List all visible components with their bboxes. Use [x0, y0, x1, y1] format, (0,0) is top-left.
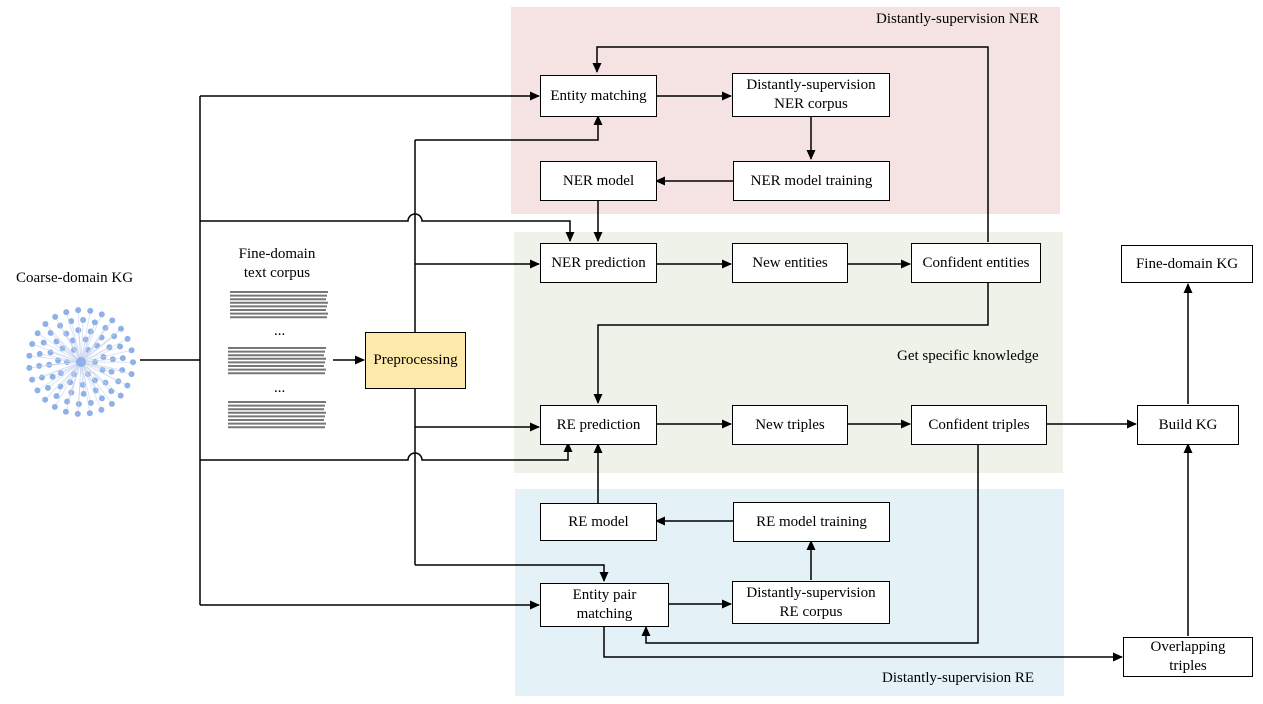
kg-node-dot — [49, 373, 56, 380]
confident-triples-to-entity-pair — [641, 444, 979, 644]
confident-entities-box: Confident entities — [911, 243, 1041, 283]
kg-node-dot — [42, 396, 49, 403]
coarse-domain-kg-label: Coarse-domain KG — [16, 270, 134, 286]
kg-node-dot — [119, 355, 126, 362]
ner-prediction-box: NER prediction — [540, 243, 657, 283]
kg-node-dot — [74, 410, 81, 417]
kg-node-dot — [44, 384, 51, 391]
kg-node-dot — [55, 357, 62, 364]
kg-node-dot — [108, 388, 115, 395]
kg-node-dot — [117, 325, 124, 332]
coarse-domain-kg-graph — [26, 307, 136, 417]
re-prediction-box: RE prediction — [540, 405, 657, 445]
ner-region-label: Distantly-supervision NER — [876, 11, 1039, 27]
kg-node-dot — [68, 318, 75, 325]
corpus-ellipsis-2: ... — [274, 380, 286, 396]
kg-node-dot — [38, 374, 45, 381]
kg-node-dot — [87, 307, 94, 314]
kg-node-dot — [91, 319, 98, 326]
preprocessing-box: Preprocessing — [365, 332, 466, 389]
kg-node-dot — [52, 313, 59, 320]
preprocessing-to-entity-matching — [415, 115, 603, 141]
corpus-ellipsis-1: ... — [274, 323, 286, 339]
overlapping-triples-box: Overlapping triples — [1123, 637, 1253, 677]
kg-node-dot — [117, 392, 124, 399]
kg-node-dot — [59, 345, 66, 352]
kg-node-dot — [36, 350, 43, 357]
build-kg-box: Build KG — [1137, 405, 1239, 445]
kg-node-dot — [40, 339, 47, 346]
kg-node-dot — [57, 383, 64, 390]
ner-model-box: NER model — [540, 161, 657, 201]
kg-node-dot — [63, 330, 70, 337]
kg-node-dot — [26, 364, 33, 371]
kg-node-dot — [117, 343, 124, 350]
kg-node-dot — [124, 335, 131, 342]
kg-node-dot — [47, 329, 54, 336]
kg-node-dot — [82, 336, 89, 343]
kg-node-dot — [29, 376, 36, 383]
confident-triples-box: Confident triples — [911, 405, 1047, 445]
re-region-label: Distantly-supervision RE — [882, 670, 1035, 686]
kg-node-dot — [108, 400, 115, 407]
kg-node-dot — [53, 338, 60, 345]
kg-node-dot — [51, 403, 58, 410]
kg-node-dot — [75, 327, 82, 334]
kg-node-dot — [102, 324, 109, 331]
kg-node-dot — [86, 410, 93, 417]
new-triples-box: New triples — [732, 405, 848, 445]
kg-node-dot — [92, 387, 99, 394]
ds-re-corpus-box: Distantly-supervision RE corpus — [732, 581, 890, 624]
kg-node-dot — [42, 321, 49, 328]
kg-node-dot — [63, 309, 70, 316]
kg-node-dot — [106, 344, 113, 351]
ds-ner-corpus-box: Distantly-supervision NER corpus — [732, 73, 890, 117]
kg-node-dot — [36, 362, 43, 369]
kg-node-dot — [98, 311, 105, 318]
kg-to-re-prediction — [200, 442, 573, 461]
kg-node-dot — [47, 349, 54, 356]
kg-node-dot — [124, 382, 131, 389]
kg-node-dot — [87, 399, 94, 406]
preprocessing-to-entity-pair-matching — [415, 564, 609, 582]
kg-node-dot — [53, 393, 60, 400]
fine-domain-corpus-label: Fine-domain text corpus — [238, 246, 316, 281]
text-corpus-illustration — [228, 291, 328, 429]
kg-node-dot — [80, 317, 87, 324]
entity-pair-to-overlapping — [603, 627, 1123, 662]
kg-node-dot — [129, 359, 136, 366]
new-entities-box: New entities — [732, 243, 848, 283]
kg-node-dot — [108, 368, 115, 375]
ner-model-training-box: NER model training — [733, 161, 890, 201]
kg-node-dot — [26, 352, 33, 359]
kg-node-dot — [34, 330, 41, 337]
confident-entities-to-re-prediction — [593, 283, 989, 404]
kg-node-dot — [128, 371, 135, 378]
kg-node-dot — [109, 317, 116, 324]
kg-hub-dot — [76, 357, 86, 367]
kg-node-dot — [98, 406, 105, 413]
kg-node-dot — [128, 347, 135, 354]
kg-node-dot — [75, 400, 82, 407]
specific-knowledge-label: Get specific knowledge — [897, 348, 1039, 364]
confident-entities-feedback — [592, 46, 989, 242]
re-model-box: RE model — [540, 503, 657, 541]
kg-node-dot — [62, 408, 69, 415]
kg-node-dot — [111, 333, 118, 340]
re-model-training-box: RE model training — [733, 502, 890, 542]
kg-node-dot — [115, 378, 122, 385]
kg-node-dot — [29, 341, 36, 348]
fine-domain-kg-box: Fine-domain KG — [1121, 245, 1253, 283]
kg-node-dot — [34, 387, 41, 394]
kg-node-dot — [80, 390, 87, 397]
kg-node-dot — [85, 346, 91, 353]
kg-node-dot — [75, 307, 82, 314]
kg-node-dot — [98, 395, 105, 402]
entity-pair-matching-box: Entity pair matching — [540, 583, 669, 627]
kg-to-ner-prediction — [200, 213, 575, 242]
entity-matching-box: Entity matching — [540, 75, 657, 117]
